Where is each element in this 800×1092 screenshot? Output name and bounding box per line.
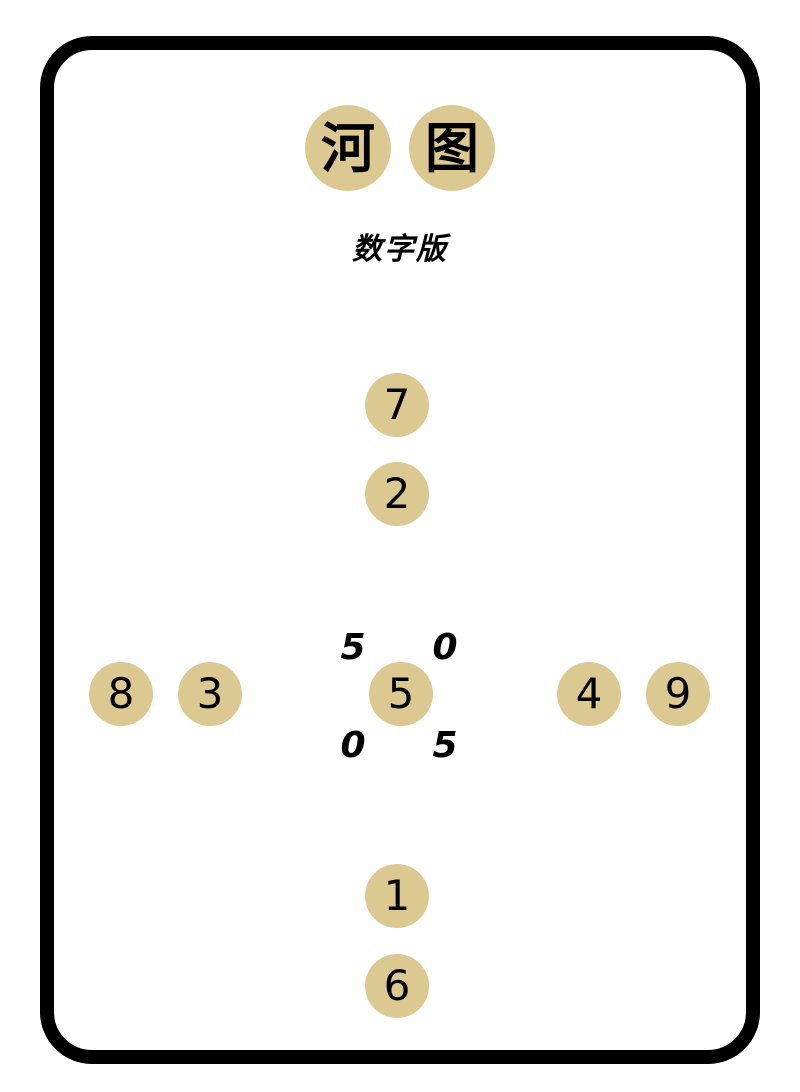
center-mark-top-left: 5	[340, 627, 366, 668]
number-north-inner: 2	[365, 462, 429, 526]
number-south-outer: 6	[365, 954, 429, 1018]
title-char-tu: 图	[409, 105, 495, 191]
number-west-outer: 8	[89, 662, 153, 726]
subtitle: 数字版	[352, 232, 448, 267]
number-west-inner: 3	[178, 662, 242, 726]
center-mark-top-right: 0	[432, 627, 458, 668]
number-south-inner: 1	[365, 864, 429, 928]
title-char-he: 河	[305, 105, 391, 191]
number-east-inner: 4	[557, 662, 621, 726]
number-center: 5	[369, 662, 433, 726]
number-north-outer: 7	[365, 373, 429, 437]
center-mark-bottom-right: 5	[432, 725, 458, 766]
number-east-outer: 9	[646, 662, 710, 726]
center-mark-bottom-left: 0	[340, 725, 366, 766]
